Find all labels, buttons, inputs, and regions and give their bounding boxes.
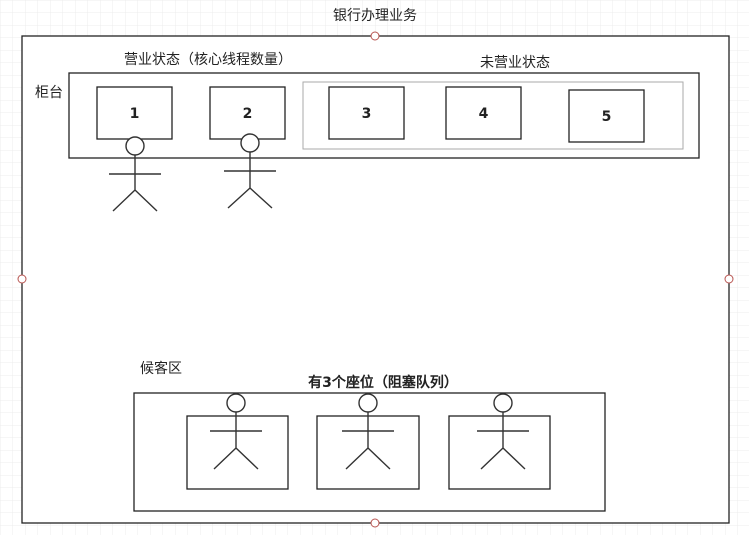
window-5[interactable]: 5 (568, 89, 645, 143)
actor-icon[interactable] (342, 393, 394, 470)
actor-icon[interactable] (224, 133, 276, 209)
window-1[interactable]: 1 (96, 86, 173, 140)
diagram-title: 银行办理业务 (333, 8, 417, 24)
window-3[interactable]: 3 (328, 86, 405, 140)
actor-icon[interactable] (109, 136, 161, 212)
seat-3[interactable] (448, 415, 551, 490)
inactive-state-label: 未营业状态 (480, 55, 550, 71)
window-2[interactable]: 2 (209, 86, 286, 140)
seats-label: 有3个座位（阻塞队列） (308, 374, 458, 391)
actor-icon[interactable] (210, 393, 262, 470)
counter-label: 柜台 (35, 85, 63, 101)
window-label: 2 (243, 106, 253, 122)
window-label: 1 (130, 106, 140, 122)
resize-handle-left[interactable] (17, 274, 27, 284)
actor-icon[interactable] (477, 393, 529, 470)
resize-handle-top[interactable] (370, 31, 380, 41)
inactive-group[interactable] (302, 81, 684, 150)
window-4[interactable]: 4 (445, 86, 522, 140)
resize-handle-right[interactable] (724, 274, 734, 284)
window-label: 5 (602, 109, 612, 125)
window-label: 3 (362, 106, 372, 122)
resize-handle-bottom[interactable] (370, 518, 380, 528)
active-state-label: 营业状态（核心线程数量） (124, 52, 292, 68)
seat-1[interactable] (186, 415, 289, 490)
waiting-area-label: 候客区 (140, 360, 182, 377)
window-label: 4 (479, 106, 489, 122)
